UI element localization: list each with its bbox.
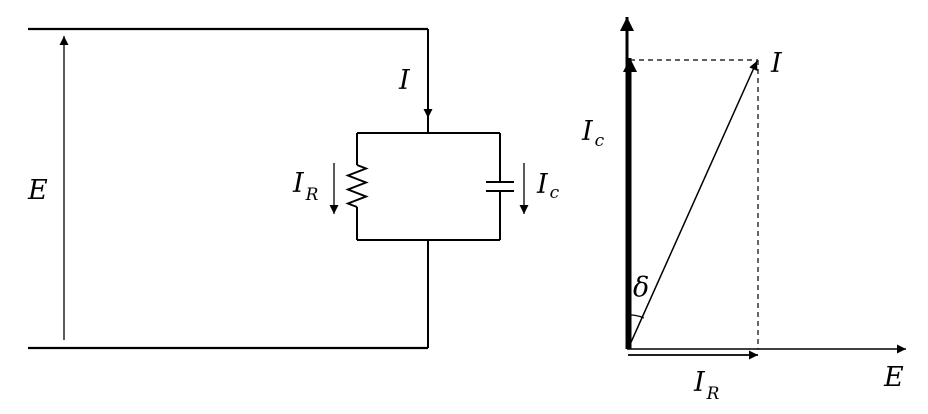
angle-label: δ xyxy=(633,272,649,303)
horizontal-axis-label: E xyxy=(883,362,904,393)
resistor-current-subscript: R xyxy=(305,185,319,205)
source-voltage-label: E xyxy=(27,175,48,206)
angle-arc xyxy=(629,314,645,319)
resistive-component-main: I xyxy=(693,367,706,398)
vertical-axis-label-subscript: c xyxy=(595,131,605,151)
capacitor-current-main: I xyxy=(536,169,549,200)
vertical-axis-label-main: I xyxy=(581,116,594,147)
resistor-current-main: I xyxy=(292,168,305,199)
resistor-symbol xyxy=(345,164,369,208)
resistive-component-subscript: R xyxy=(706,384,720,404)
resultant-current-label: I xyxy=(770,48,783,79)
resultant-current-phasor xyxy=(627,60,758,350)
total-current-label: I xyxy=(398,65,411,96)
capacitor-current-subscript: c xyxy=(550,183,560,203)
